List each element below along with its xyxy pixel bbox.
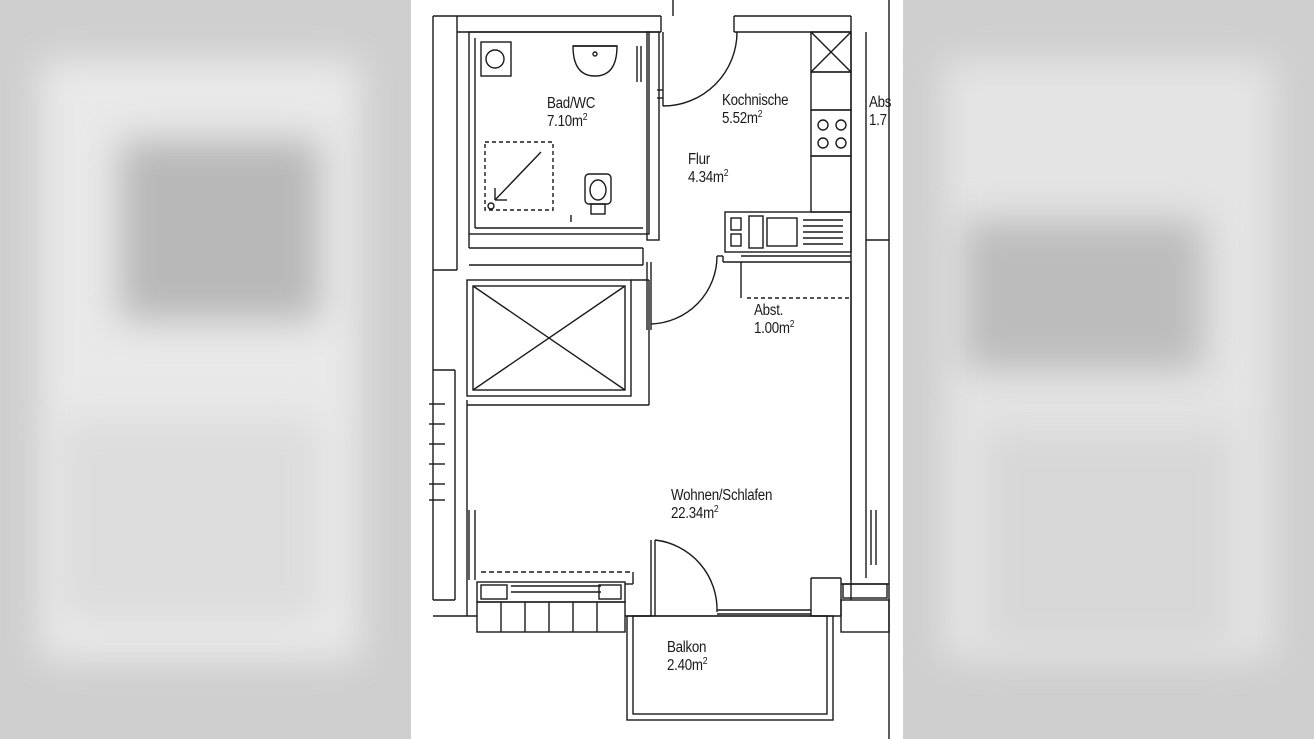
blurred-backdrop-left: [0, 0, 411, 739]
window-balcony-wall: [433, 539, 890, 633]
toilet: [570, 173, 612, 222]
room-area: 22.34m2: [671, 504, 719, 523]
room-area: 4.34m2: [688, 168, 729, 187]
stair-ticks: [429, 403, 445, 501]
floor-plan-drawing: [429, 0, 890, 739]
room-label-flur: Flur 4.34m2: [688, 151, 729, 187]
room-name: Wohnen/Schlafen: [671, 487, 773, 504]
blurred-backdrop-right: [903, 0, 1314, 739]
room-area: 1.7: [869, 112, 887, 129]
room-name: Kochnische: [722, 92, 789, 109]
room-label-wohnen-schlafen: Wohnen/Schlafen 22.34m2: [671, 487, 772, 523]
storage-closet: [650, 255, 851, 325]
floor-plan-sheet: Bad/WC 7.10m2 Kochnische 5.52m2 Flur 4.3…: [411, 0, 903, 739]
bathroom-walls: [468, 31, 660, 266]
room-label-bad-wc: Bad/WC 7.10m2: [547, 95, 595, 131]
washbasin: [572, 45, 618, 77]
room-label-kochnische: Kochnische 5.52m2: [722, 92, 789, 128]
balcony-outline: [626, 615, 834, 721]
washing-machine: [480, 41, 512, 77]
room-label-abst: Abst. 1.00m2: [754, 302, 795, 338]
room-name: Abs: [869, 94, 892, 111]
room-area: 1.00m2: [754, 319, 795, 338]
living-room-walls: [468, 262, 852, 584]
room-name: Abst.: [754, 302, 784, 319]
entry-door-swing: [657, 31, 738, 107]
room-name: Flur: [688, 151, 710, 168]
room-area: 2.40m2: [667, 656, 708, 675]
room-name: Balkon: [667, 639, 707, 656]
shower-tray: [484, 141, 554, 211]
room-label-neighbor-cut: Abs 1.7: [869, 94, 891, 130]
room-name: Bad/WC: [547, 95, 596, 112]
kitchen-cabinet-column: [810, 31, 852, 213]
kitchen-sink-unit: [724, 211, 852, 253]
room-area: 7.10m2: [547, 112, 588, 131]
room-label-balkon: Balkon 2.40m2: [667, 639, 708, 675]
room-area: 5.52m2: [722, 109, 763, 128]
elevator-shaft: [466, 262, 652, 406]
neighbor-partial-wall: [865, 240, 877, 578]
